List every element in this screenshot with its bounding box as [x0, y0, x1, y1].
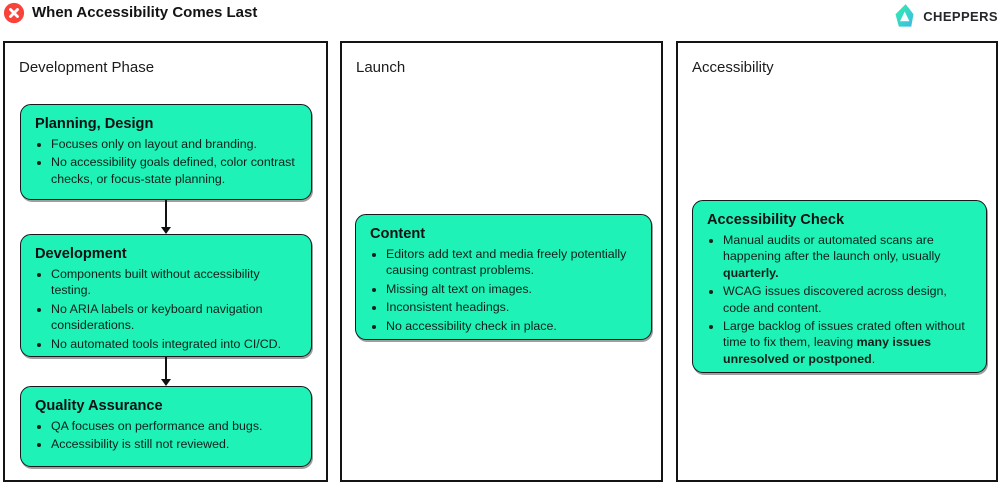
bullet-item: Accessibility is still not reviewed. — [51, 436, 301, 452]
bullet-item: QA focuses on performance and bugs. — [51, 418, 301, 434]
bullet-item: Components built without accessibility t… — [51, 266, 301, 299]
brand-name: CHEPPERS — [923, 9, 998, 24]
box-title: Content — [370, 226, 426, 242]
bullet-list: Focuses only on layout and branding. No a… — [21, 136, 301, 187]
box-content: Content Editors add text and media freel… — [355, 214, 652, 340]
gem-icon — [895, 4, 914, 27]
bullet-item: Inconsistent headings. — [386, 299, 641, 315]
page-title: When Accessibility Comes Last — [32, 4, 258, 21]
column-title: Launch — [356, 59, 406, 76]
bullet-item: Manual audits or automated scans are hap… — [723, 232, 976, 281]
brand-logo: CHEPPERS — [891, 3, 998, 30]
box-title: Development — [35, 246, 127, 262]
bullet-list: Components built without accessibility t… — [21, 266, 301, 352]
page-header: When Accessibility Comes Last CHEPPERS — [0, 0, 1000, 32]
column-accessibility: Accessibility Accessibility Check Manual… — [676, 41, 998, 482]
column-title: Accessibility — [692, 59, 774, 76]
bullet-item: No automated tools integrated into CI/CD… — [51, 336, 301, 352]
box-title: Accessibility Check — [707, 212, 845, 228]
box-accessibility-check: Accessibility Check Manual audits or aut… — [692, 200, 987, 373]
bullet-list: Manual audits or automated scans are hap… — [693, 232, 976, 367]
x-circle-icon — [3, 2, 25, 24]
bullet-item: No accessibility goals defined, color co… — [51, 154, 301, 187]
bullet-item: No ARIA labels or keyboard navigation co… — [51, 301, 301, 334]
box-quality-assurance: Quality Assurance QA focuses on performa… — [20, 386, 312, 467]
bullet-list: Editors add text and media freely potent… — [356, 246, 641, 334]
box-title: Quality Assurance — [35, 398, 163, 414]
bullet-item: Editors add text and media freely potent… — [386, 246, 641, 279]
column-launch: Launch Content Editors add text and medi… — [340, 41, 663, 482]
flow-arrow-down — [161, 200, 171, 234]
column-development-phase: Development Phase Planning, Design Focus… — [3, 41, 328, 482]
flow-arrow-down — [161, 357, 171, 386]
column-title: Development Phase — [19, 59, 155, 76]
bullet-list: QA focuses on performance and bugs. Acces… — [21, 418, 301, 453]
bullet-item: Large backlog of issues crated often wit… — [723, 318, 976, 367]
bullet-item: Missing alt text on images. — [386, 281, 641, 297]
bullet-item: No accessibility check in place. — [386, 318, 641, 334]
box-planning-design: Planning, Design Focuses only on layout … — [20, 104, 312, 200]
box-title: Planning, Design — [35, 116, 154, 132]
bullet-item: Focuses only on layout and branding. — [51, 136, 301, 152]
box-development: Development Components built without acc… — [20, 234, 312, 357]
bullet-item: WCAG issues discovered across design, co… — [723, 283, 976, 316]
